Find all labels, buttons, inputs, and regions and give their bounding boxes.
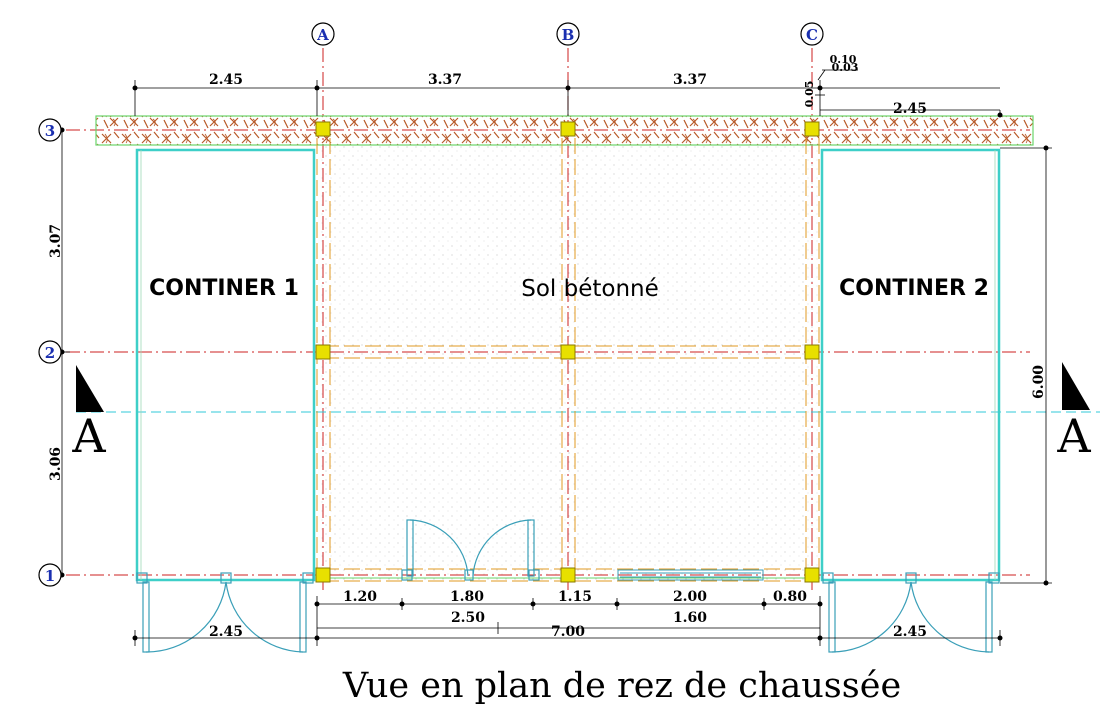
dim-bottom-6: 2.50	[451, 610, 485, 626]
svg-text:A: A	[316, 26, 329, 44]
column-a3	[315, 121, 331, 137]
grid-bubble-3: 3	[38, 118, 62, 142]
svg-text:2: 2	[45, 344, 55, 362]
dim-bottom-1: 1.20	[343, 589, 377, 605]
container-1-door	[136, 572, 314, 653]
dim-left-2: 3.06	[48, 447, 64, 481]
dim-bottom-2: 1.80	[450, 589, 484, 605]
plan-title: Vue en plan de rez de chaussée	[342, 666, 901, 706]
double-door	[401, 519, 540, 581]
container-1-outline	[135, 148, 316, 582]
section-marker-left: A	[71, 365, 106, 463]
dim-top-3: 3.37	[673, 72, 707, 88]
dim-top-2: 3.37	[428, 72, 462, 88]
grid-bubble-b: B	[556, 22, 580, 46]
container-2-outline	[820, 148, 1001, 582]
room-label-container-1: CONTINER 1	[149, 276, 299, 301]
container-2-door	[822, 572, 1000, 653]
column-a2	[315, 344, 331, 360]
dim-left-1: 3.07	[48, 224, 64, 258]
window	[617, 569, 764, 581]
room-label-center: Sol bétonné	[521, 276, 659, 302]
section-arrow-right-icon	[1062, 362, 1090, 410]
column-c1	[804, 567, 820, 583]
dim-top-small-3: 0.05	[803, 81, 816, 108]
svg-text:A: A	[1056, 409, 1091, 463]
dim-top-4: 2.45	[893, 101, 927, 117]
dimension-ticks	[59, 85, 1049, 641]
dim-bottom-4: 2.00	[673, 589, 707, 605]
dim-top-1: 2.45	[209, 72, 243, 88]
svg-text:C: C	[806, 26, 818, 44]
dim-top-small-2: 0.03	[832, 61, 859, 74]
column-c3	[804, 121, 820, 137]
svg-text:A: A	[71, 409, 106, 463]
svg-text:B: B	[562, 26, 575, 44]
column-b1	[560, 567, 576, 583]
column-c2	[804, 344, 820, 360]
svg-text:1: 1	[45, 567, 55, 585]
dim-bottom-5: 0.80	[773, 589, 807, 605]
room-label-container-2: CONTINER 2	[839, 276, 989, 301]
columns	[315, 121, 820, 583]
svg-text:3: 3	[45, 122, 55, 140]
dim-bottom-7: 1.60	[673, 610, 707, 626]
dim-bottom-10: 2.45	[893, 624, 927, 640]
column-b3	[560, 121, 576, 137]
section-marker-right: A	[1056, 362, 1091, 463]
grid-bubble-c: C	[800, 22, 824, 46]
dim-bottom-9: 7.00	[551, 624, 585, 640]
grid-bubble-a: A	[311, 22, 335, 46]
dim-bottom-8: 2.45	[209, 624, 243, 640]
dim-bottom-3: 1.15	[558, 589, 592, 605]
grid-bubble-2: 2	[38, 340, 62, 364]
column-b2	[560, 344, 576, 360]
dim-top-small-1: 0.10	[830, 53, 857, 66]
column-a1	[315, 567, 331, 583]
dim-right: 6.00	[1031, 365, 1047, 399]
grid-bubble-1: 1	[38, 563, 62, 587]
section-arrow-left-icon	[76, 365, 104, 412]
